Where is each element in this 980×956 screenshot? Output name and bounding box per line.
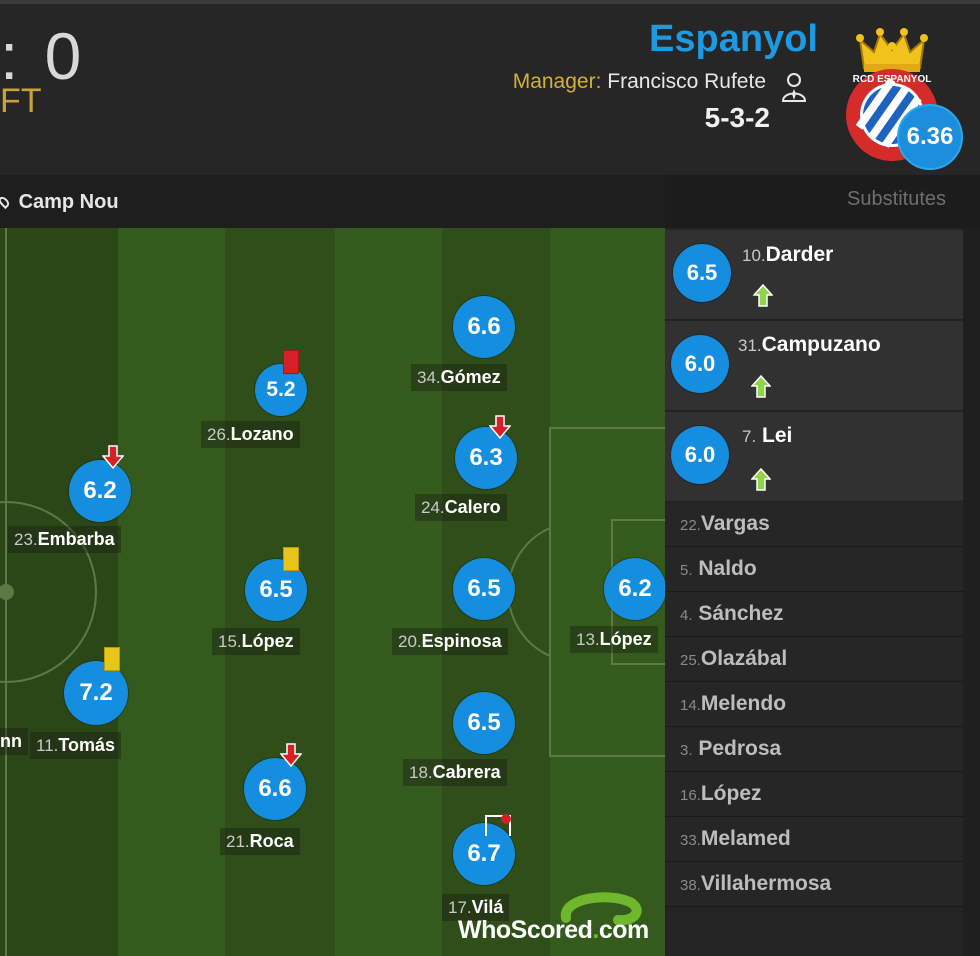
player-rating: 6.2 [604, 558, 666, 620]
player-name: 4. Sánchez [680, 602, 784, 625]
subbed-on-arrow-icon [751, 468, 771, 491]
sub-in-darder[interactable]: 6.5 10.Darder [665, 230, 963, 320]
player-name: 38.Villahermosa [680, 872, 832, 895]
player-name: 14.Melendo [680, 692, 787, 715]
manager-label: Manager: [512, 70, 602, 93]
venue-line: Camp Nou [0, 191, 119, 214]
pitch-markings [0, 228, 665, 956]
whoscored-watermark: WhoScored.com [458, 916, 649, 944]
subbed-off-arrow-icon [102, 445, 124, 470]
substitutes-title: Substitutes [847, 188, 946, 210]
player-name-tag: 21.Roca [220, 828, 300, 855]
player-rating: 6.6 [453, 296, 515, 358]
match-header: : 0 FT Espanyol Manager: Francisco Rufet… [0, 0, 980, 175]
team-rating: 6.36 [897, 104, 963, 170]
player-name-tag: 13.López [570, 626, 658, 653]
bench-player-olazabal[interactable]: 25.Olazábal [665, 637, 963, 682]
manager-name[interactable]: Francisco Rufete [607, 70, 766, 93]
subbed-on-arrow-icon [753, 284, 773, 307]
formation: 5-3-2 [704, 102, 770, 133]
bench-player-sanchez[interactable]: 4. Sánchez [665, 592, 963, 637]
player-rating: 6.5 [453, 558, 515, 620]
whoscored-logo-icon [560, 892, 642, 926]
yellow-card-icon [283, 547, 299, 571]
player-name: 5. Naldo [680, 557, 757, 580]
player-name: 16.López [680, 782, 762, 805]
manager-person-icon [781, 73, 807, 102]
player-rating: 6.0 [671, 335, 729, 393]
sub-in-campuzano[interactable]: 6.0 31.Campuzano [665, 321, 963, 411]
bench-player-pedrosa[interactable]: 3. Pedrosa [665, 727, 963, 772]
player-name-tag: 17.Vilá [442, 894, 510, 921]
team-name[interactable]: Espanyol [649, 18, 818, 60]
bench-player-villahermosa[interactable]: 38.Villahermosa [665, 862, 963, 907]
player-rating: 5.2 [255, 364, 307, 416]
yellow-card-icon [104, 647, 120, 671]
subbed-off-arrow-icon [489, 415, 511, 440]
svg-text:RCD ESPANYOL: RCD ESPANYOL [853, 74, 932, 85]
player-name-tag: 20.Espinosa [392, 628, 508, 655]
player-rating: 6.3 [455, 427, 517, 489]
own-goal-icon [485, 814, 511, 836]
bench-player-vargas[interactable]: 22.Vargas [665, 502, 963, 547]
player-name-tag: 26.Lozano [201, 421, 300, 448]
sub-in-lei[interactable]: 6.0 7. Lei [665, 412, 963, 502]
red-card-icon [283, 350, 299, 374]
player-rating: 6.6 [244, 758, 306, 820]
venue-pin-icon [0, 194, 12, 210]
player-name-tag: 18.Cabrera [403, 759, 507, 786]
bench-player-melendo[interactable]: 14.Melendo [665, 682, 963, 727]
subbed-off-arrow-icon [280, 743, 302, 768]
player-name: 10.Darder [742, 243, 834, 266]
player-name: 3. Pedrosa [680, 737, 782, 760]
player-name-tag: 23.Embarba [8, 526, 121, 553]
manager-line: Manager: Francisco Rufete [513, 70, 766, 94]
player-rating: 7.2 [64, 661, 128, 725]
match-status: FT [0, 82, 42, 120]
player-name-tag: 11.Tomás [30, 732, 122, 759]
player-rating: 6.5 [453, 692, 515, 754]
player-name: 25.Olazábal [680, 647, 788, 670]
player-rating: 6.7 [453, 823, 515, 885]
bench-player-melamed[interactable]: 33.Melamed [665, 817, 963, 862]
bench-player-lopez[interactable]: 16.López [665, 772, 963, 817]
player-rating: 6.5 [673, 244, 731, 302]
player-name: 33.Melamed [680, 827, 791, 850]
venue-bar [0, 175, 665, 228]
venue-name: Camp Nou [18, 191, 119, 213]
bench-player-naldo[interactable]: 5. Naldo [665, 547, 963, 592]
subbed-on-arrow-icon [751, 375, 771, 398]
player-name-tag-partial[interactable]: nn [0, 728, 28, 755]
pitch [0, 228, 665, 956]
player-name-tag: 24.Calero [415, 494, 507, 521]
player-name-tag: 34.Gómez [411, 364, 507, 391]
player-name: 22.Vargas [680, 512, 770, 535]
scrollbar-track[interactable] [963, 228, 980, 956]
player-rating: 6.0 [671, 426, 729, 484]
substitutes-header [665, 175, 965, 228]
player-name-tag: 15.López [212, 628, 300, 655]
player-name: 31.Campuzano [738, 333, 881, 356]
player-name: 7. Lei [742, 424, 793, 447]
player-rating: 6.2 [69, 460, 131, 522]
score: : 0 [0, 19, 86, 93]
